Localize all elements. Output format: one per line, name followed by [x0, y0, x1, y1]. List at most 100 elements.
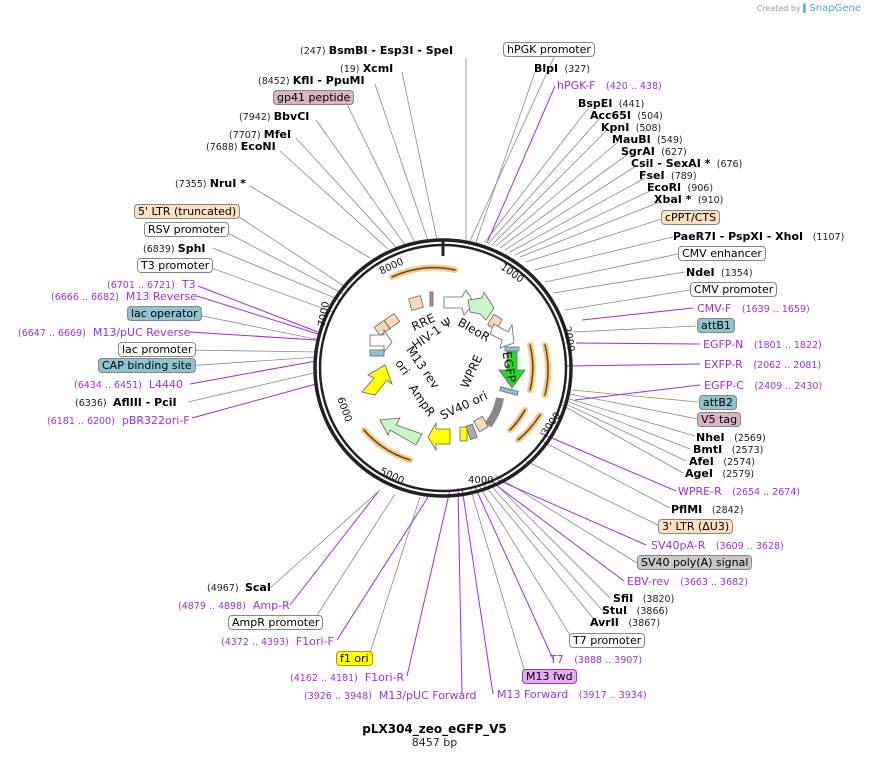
feature-name: gp41 peptide: [273, 90, 355, 105]
feature-label[interactable]: CMV promoter: [690, 282, 778, 297]
enzyme-label[interactable]: SgrAI (627): [621, 145, 687, 159]
primer-name: M13 Forward: [497, 688, 569, 701]
primer-label[interactable]: (6647 .. 6669) M13/pUC Reverse: [18, 326, 190, 340]
enzyme-label[interactable]: NdeI (1354): [686, 266, 753, 280]
feature-label[interactable]: attB1: [697, 318, 735, 333]
enzyme-label[interactable]: AfeI (2574): [689, 455, 755, 469]
primer-label[interactable]: (6434 .. 6451) L4440: [74, 378, 183, 392]
feature-label[interactable]: cPPT/CTS: [661, 210, 721, 225]
enzyme-label[interactable]: (7942) BbvCI: [239, 110, 309, 124]
feature-label[interactable]: CMV enhancer: [678, 246, 766, 261]
svg-text:WPRE: WPRE: [458, 353, 485, 391]
primer-label[interactable]: EXFP-R (2062 .. 2081): [704, 358, 821, 372]
primer-name: SV40pA-R: [651, 539, 706, 552]
feature-label[interactable]: f1 ori: [336, 651, 373, 666]
enzyme-label[interactable]: AgeI (2579): [685, 467, 754, 481]
feature-label[interactable]: T3 promoter: [137, 258, 214, 273]
primer-position: (2409 .. 2430): [754, 381, 823, 392]
feature-label[interactable]: RSV promoter: [144, 222, 229, 237]
enzyme-name: BspEI: [578, 97, 613, 110]
enzyme-label[interactable]: MauBI (549): [612, 133, 683, 147]
primer-label[interactable]: SV40pA-R (3609 .. 3628): [651, 539, 784, 553]
feature-label[interactable]: T7 promoter: [569, 633, 646, 648]
feature-label[interactable]: AmpR promoter: [228, 615, 324, 630]
cmv-arrow: [489, 323, 515, 349]
primer-label[interactable]: (6666 .. 6682) M13 Reverse: [51, 290, 197, 304]
feature-label[interactable]: gp41 peptide: [273, 90, 355, 105]
primer-label[interactable]: EBV-rev (3663 .. 3682): [627, 575, 748, 589]
primer-label[interactable]: M13 Forward (3917 .. 3934): [497, 688, 647, 702]
primer-label[interactable]: EGFP-C (2409 .. 2430): [704, 379, 822, 393]
enzyme-label[interactable]: BspEI (441): [578, 97, 644, 111]
bleor-arrow: [467, 291, 495, 321]
feature-name: V5 tag: [697, 412, 742, 427]
feature-name: attB1: [697, 318, 735, 333]
enzyme-label[interactable]: Acc65I (504): [590, 109, 663, 123]
enzyme-label[interactable]: KpnI (508): [601, 121, 661, 135]
feature-label[interactable]: hPGK promoter: [503, 42, 595, 57]
feature-label[interactable]: SV40 poly(A) signal: [637, 555, 753, 570]
enzyme-position: (327): [564, 64, 591, 75]
enzyme-label[interactable]: (7355) NruI *: [175, 177, 246, 191]
attb1-block: [504, 346, 520, 352]
feature-label[interactable]: 3' LTR (ΔU3): [658, 519, 734, 534]
primer-label[interactable]: WPRE-R (2654 .. 2674): [678, 485, 800, 499]
enzyme-label[interactable]: (6839) SphI: [143, 242, 206, 256]
feature-label[interactable]: V5 tag: [697, 412, 742, 427]
enzyme-label[interactable]: BmtI (2573): [693, 443, 763, 457]
enzyme-label[interactable]: (19) XcmI: [340, 62, 393, 76]
primer-label[interactable]: hPGK-F (420 .. 438): [557, 79, 662, 93]
primer-label[interactable]: (4162 .. 4181) F1ori-R: [290, 671, 404, 685]
enzyme-name: BlpI: [534, 62, 559, 75]
enzyme-position: (8452): [258, 76, 290, 87]
primer-label[interactable]: (6181 .. 6200) pBR322ori-F: [47, 414, 190, 428]
enzyme-label[interactable]: (6336) AflIII - PciI: [75, 396, 177, 410]
enzyme-position: (6839): [143, 244, 175, 255]
enzyme-position: (1354): [721, 268, 753, 279]
enzyme-label[interactable]: BlpI (327): [534, 62, 590, 76]
feature-name: CMV promoter: [690, 282, 778, 297]
primer-label[interactable]: (6701 .. 6721) T3: [107, 278, 196, 292]
enzyme-label[interactable]: SfiI (3820): [613, 592, 674, 606]
egfp-arrow: [498, 351, 526, 389]
feature-label[interactable]: 5' LTR (truncated): [134, 204, 241, 219]
enzyme-label[interactable]: StuI (3866): [602, 604, 668, 618]
enzyme-name: StuI: [602, 604, 628, 617]
feature-label[interactable]: M13 fwd: [522, 669, 577, 684]
enzyme-label[interactable]: (8452) KflI - PpuMI: [258, 74, 365, 88]
primer-label[interactable]: CMV-F (1639 .. 1659): [697, 302, 810, 316]
primer-label[interactable]: (4372 .. 4393) F1ori-F: [221, 635, 334, 649]
enzyme-position: (1107): [812, 232, 845, 243]
feature-name: hPGK promoter: [503, 42, 595, 57]
enzyme-position: (4967): [207, 583, 239, 594]
leader-lines: [185, 54, 699, 677]
enzyme-label[interactable]: PflMI (2842): [671, 503, 743, 517]
enzyme-label[interactable]: EcoRI (906): [647, 181, 713, 195]
feature-label[interactable]: CAP binding site: [98, 358, 196, 373]
feature-name: lac promoter: [118, 342, 197, 357]
primer-position: (6647 .. 6669): [18, 328, 86, 339]
enzyme-label[interactable]: XbaI * (910): [654, 193, 723, 207]
feature-label[interactable]: attB2: [699, 395, 737, 410]
enzyme-label[interactable]: (247) BsmBI - Esp3I - SpeI: [300, 44, 453, 58]
enzyme-name: XbaI *: [654, 193, 692, 206]
enzyme-name: NdeI: [686, 266, 715, 279]
enzyme-position: (3867): [628, 618, 661, 629]
primer-label[interactable]: (3926 .. 3948) M13/pUC Forward: [304, 689, 477, 703]
feature-label[interactable]: lac operator: [127, 306, 202, 321]
enzyme-label[interactable]: (7688) EcoNI: [206, 140, 276, 154]
feature-name: f1 ori: [336, 651, 373, 666]
primer-label[interactable]: (4879 .. 4898) Amp-R: [178, 599, 290, 613]
enzyme-label[interactable]: CsiI - SexAI * (676): [631, 157, 742, 171]
enzyme-label[interactable]: PaeR7I - PspXI - XhoI (1107): [673, 230, 844, 244]
enzyme-label[interactable]: AvrII (3867): [590, 616, 660, 630]
feature-label[interactable]: lac promoter: [118, 342, 197, 357]
enzyme-name: NheI: [696, 431, 725, 444]
primer-label[interactable]: EGFP-N (1801 .. 1822): [703, 338, 822, 352]
primer-label[interactable]: T7 (3888 .. 3907): [550, 653, 642, 667]
enzyme-position: (508): [635, 123, 662, 134]
enzyme-label[interactable]: NheI (2569): [696, 431, 766, 445]
enzyme-label[interactable]: (7707) MfeI: [229, 128, 291, 142]
enzyme-label[interactable]: (4967) ScaI: [207, 581, 271, 595]
enzyme-label[interactable]: FseI (789): [639, 169, 697, 183]
